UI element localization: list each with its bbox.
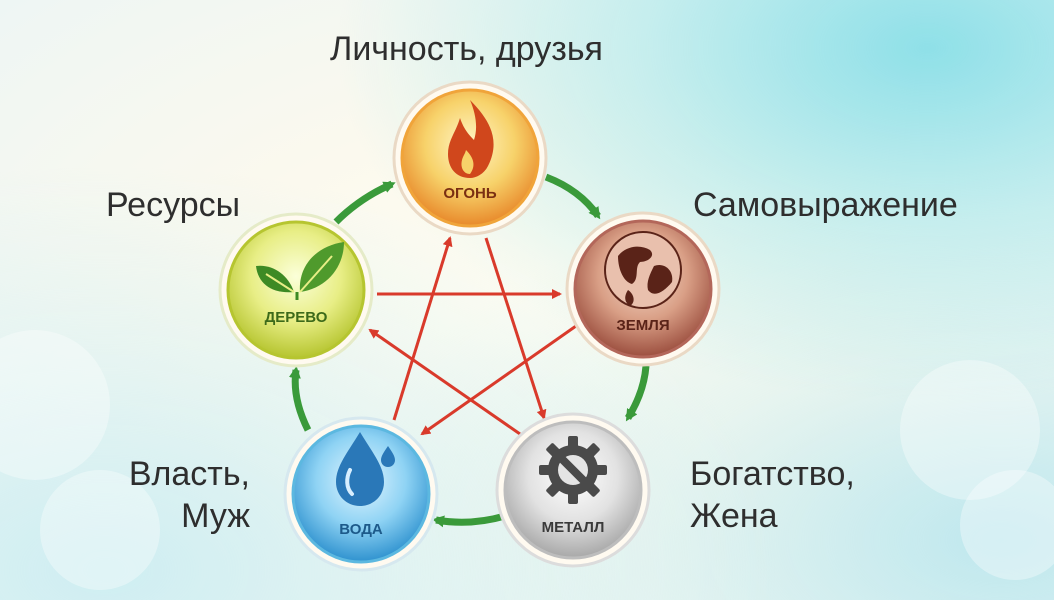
water-name: ВОДА [339, 521, 383, 538]
arrow-earth-to-metal [625, 365, 650, 422]
arrow-fire-to-earth [544, 173, 601, 220]
metal-label-line2: Жена [690, 497, 778, 535]
earth-element: ЗЕМЛЯ [565, 211, 721, 367]
water-label-line1: Власть, [128, 455, 250, 493]
bokeh-circle [900, 360, 1040, 500]
water-drop-icon [336, 432, 395, 506]
water-element: ВОДА [283, 416, 439, 572]
metal-element: МЕТАЛЛ [495, 412, 651, 568]
controlling-star [368, 236, 577, 436]
leaves-icon [256, 242, 344, 300]
earth-label: Самовыражение [693, 186, 958, 224]
water-label-line2: Муж [181, 497, 250, 535]
bokeh-circle [40, 470, 160, 590]
fire-element: ОГОНЬ [392, 80, 548, 236]
arrow-water-to-fire [392, 236, 453, 421]
wood-label: Ресурсы [106, 186, 241, 224]
water-label: Власть, Муж [118, 453, 250, 537]
metal-label-line1: Богатство, [690, 455, 855, 493]
fire-label: Личность, друзья [330, 30, 603, 68]
arrow-fire-to-metal [484, 237, 547, 420]
generating-cycle [288, 173, 650, 528]
bokeh-circle [960, 470, 1054, 580]
arrow-earth-to-water [420, 324, 577, 436]
earth-name: ЗЕМЛЯ [616, 317, 669, 334]
flame-icon [448, 100, 494, 178]
globe-icon [604, 231, 682, 309]
fire-name: ОГОНЬ [443, 185, 496, 202]
gear-wrench-icon [539, 436, 607, 504]
wood-element: ДЕРЕВО [218, 212, 374, 368]
metal-name: МЕТАЛЛ [542, 519, 605, 536]
arrow-metal-to-water [432, 512, 506, 528]
arrow-metal-to-wood [368, 328, 521, 436]
arrow-wood-to-fire [333, 180, 396, 225]
wood-name: ДЕРЕВО [265, 309, 328, 326]
metal-label: Богатство, Жена [690, 453, 855, 537]
arrow-water-to-wood [288, 366, 312, 432]
